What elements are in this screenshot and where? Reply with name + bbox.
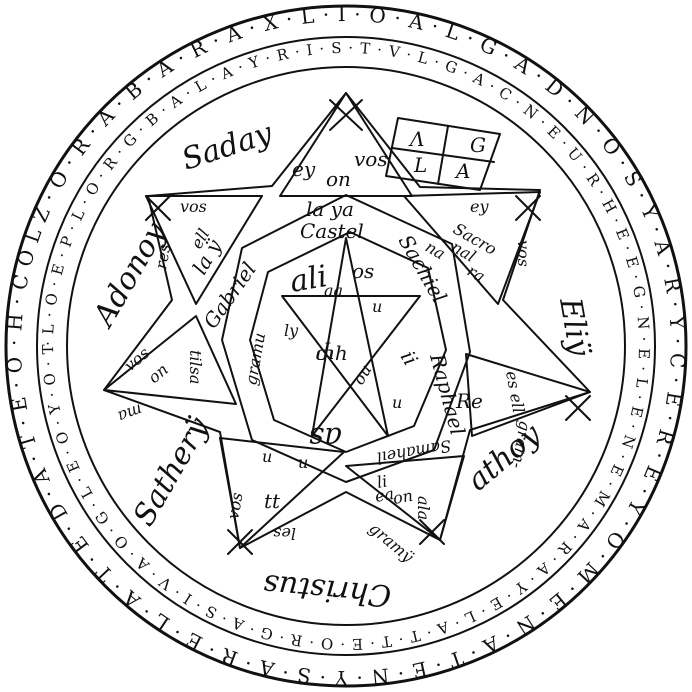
center-u2: u [392,393,402,412]
outer-border-ring [4,4,688,688]
box-lambda: Λ [408,127,424,151]
center-aa: aa [324,281,343,300]
left-low-ma: ma [115,400,145,426]
name-gram: gram- [508,419,535,470]
name-tilsa: tilsa [186,350,205,384]
top-triangle [279,92,413,197]
bot-left-u1: u [262,447,272,466]
box-a: A [454,159,470,183]
left-upper-triangle [145,195,263,305]
bot-left-tt: tt [264,489,281,513]
name-saday: Saday [178,115,278,177]
box-l: L [413,153,427,177]
central-pentagram [281,237,421,437]
top-right-box [385,117,501,191]
name-sathery: Satherÿ [127,411,217,532]
left-up-vos: vos [180,197,207,216]
center-ly: ly [284,321,299,340]
bot-left-vos: vos [223,491,246,521]
top-tri-on: on [326,167,351,191]
bot-right-ea: ea [373,484,395,506]
center-os: os [352,259,374,283]
box-g: G [470,133,486,157]
name-eliy: Eliÿ [552,294,597,359]
left-lower-triangle [103,315,237,405]
bot-left-u2: u [298,453,308,472]
top-tri-ey: ey [292,157,316,181]
re-label: Re [455,389,483,413]
middle-ring [36,36,656,656]
right-triangle [403,191,541,305]
bot-right-li: li [375,471,388,491]
bot-right-on: on [391,486,414,508]
name-adonoy: Adonoy [85,216,174,335]
bottom-right-triangle [345,455,465,541]
name-ala: ala [414,496,433,520]
center-gramu: gramu [241,331,269,386]
right-tri-ey: ey [470,197,489,216]
corner-crosses [145,99,591,555]
name-christus: Christus [262,567,393,613]
bot-left-les: les [273,524,296,543]
center-ii: ii [396,347,423,370]
center-u: u [372,297,382,316]
right-tri-vos: vos [514,240,533,267]
top-right-box-divider-2 [437,125,449,185]
center-as: as [309,420,342,455]
left-up-res: res [151,242,174,270]
top-tri-vos: vos [354,147,388,171]
name-es-ell: es ell [502,369,528,414]
name-castel: Castel [300,219,364,243]
right-lower-triangle [465,353,591,437]
center-glyph: Ⴛh [316,341,348,365]
center-la-ya: la ya [306,197,354,221]
inner-polygon [249,231,447,453]
name-samaheil: Samaheil [375,436,452,468]
bottom-left-triangle [219,437,345,549]
inner-ring [66,66,626,626]
central-polygon [221,194,471,483]
center-ali: ali [287,259,330,300]
left-low-on: on [144,360,171,387]
